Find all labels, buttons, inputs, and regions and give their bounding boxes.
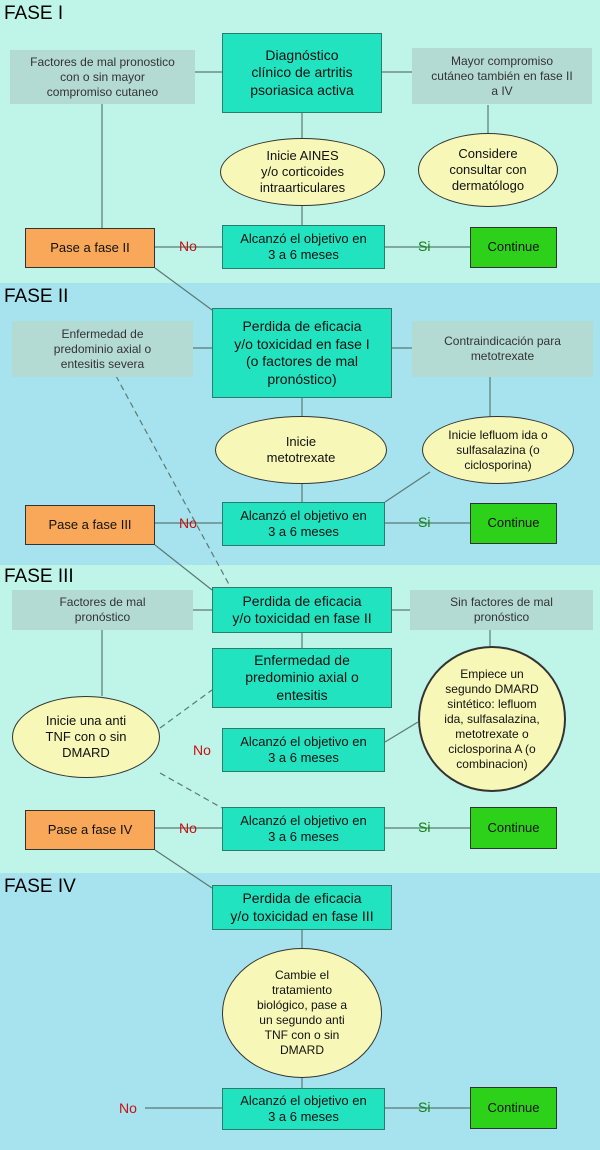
- phase4-main-box: Perdida de eficacia y/o toxicidad en fas…: [212, 885, 392, 930]
- phase2-goal-box: Alcanzó el objetivo en 3 a 6 meses: [222, 502, 385, 546]
- phase4-si-label: Si: [418, 1099, 431, 1115]
- phase1-continue-box: Continue: [470, 227, 557, 268]
- phase1-si-label: Si: [418, 238, 431, 254]
- phase1-right-note: Mayor compromiso cutáneo también en fase…: [412, 48, 592, 104]
- phase3-axial-box: Enfermedad de predominio axial o entesit…: [212, 648, 392, 708]
- phase3-title: FASE III: [4, 566, 74, 587]
- phase1-no-label: No: [179, 238, 197, 254]
- phase3-goal-box-1: Alcanzó el objetivo en 3 a 6 meses: [222, 728, 385, 772]
- phase2-main-box: Perdida de eficacia y/o toxicidad en fas…: [212, 308, 392, 398]
- phase1-goal-box: Alcanzó el objetivo en 3 a 6 meses: [222, 225, 385, 269]
- phase3-si-label: Si: [418, 819, 431, 835]
- phase4-continue-box: Continue: [470, 1087, 557, 1129]
- phase2-fail-box: Pase a fase III: [25, 505, 155, 545]
- phase3-fail-box: Pase a fase IV: [25, 810, 155, 850]
- phase2-continue-box: Continue: [470, 503, 557, 544]
- phase3-continue-box: Continue: [470, 807, 557, 849]
- phase2-left-note: Enfermedad de predominio axial o entesit…: [12, 321, 193, 377]
- phase2-right-note: Contraindicación para metotrexate: [412, 321, 593, 377]
- phase3-left-note: Factores de mal pronóstico: [12, 590, 193, 630]
- phase2-oval-right: Inicie lefluom ida o sulfasalazina (o ci…: [422, 416, 574, 484]
- phase2-title: FASE II: [4, 286, 69, 307]
- phase4-goal-box: Alcanzó el objetivo en 3 a 6 meses: [222, 1088, 385, 1130]
- phase3-goal-box-2: Alcanzó el objetivo en 3 a 6 meses: [222, 807, 385, 851]
- phase3-main-box: Perdida de eficacia y/o toxicidad en fas…: [212, 587, 392, 633]
- phase2-si-label: Si: [418, 514, 431, 530]
- phase4-oval: Cambie el tratamiento biológico, pase a …: [222, 948, 382, 1078]
- phase3-right-note: Sin factores de mal pronóstico: [410, 590, 593, 630]
- phase1-oval-right: Considere consultar con dermatólogo: [418, 133, 558, 207]
- phase3-no-label-2: No: [179, 820, 197, 836]
- phase4-no-label: No: [119, 1100, 137, 1116]
- phase4-title: FASE IV: [4, 876, 76, 897]
- phase1-fail-box: Pase a fase II: [25, 228, 155, 268]
- phase3-oval-right: Empiece un segundo DMARD sintético: lefl…: [418, 646, 566, 792]
- phase3-no-label-1: No: [193, 742, 211, 758]
- phase2-no-label: No: [179, 515, 197, 531]
- phase1-oval-left: Inicie AINES y/o corticoides intraarticu…: [220, 138, 385, 206]
- phase1-main-box: Diagnóstico clínico de artritis psoriasi…: [222, 33, 382, 113]
- phase1-left-note: Factores de mal pronostico con o sin may…: [10, 50, 195, 104]
- phase1-title: FASE I: [4, 3, 64, 24]
- phase2-oval-left: Inicie metotrexate: [215, 416, 387, 484]
- phase3-oval-left: Inicie una anti TNF con o sin DMARD: [12, 696, 160, 778]
